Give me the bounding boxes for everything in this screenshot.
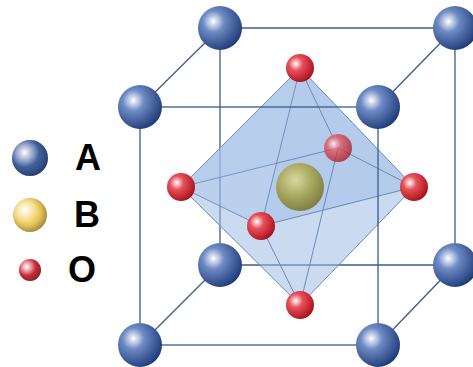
o-atom: [286, 54, 314, 82]
legend-entry: B: [13, 197, 100, 233]
o-atom: [167, 173, 195, 201]
legend-swatch: [12, 140, 48, 176]
o-atom: [400, 173, 428, 201]
a-atom: [198, 6, 242, 50]
a-atom: [198, 243, 242, 287]
o-atom: [324, 134, 352, 162]
legend-entry: O: [19, 252, 96, 288]
legend-swatch: [19, 259, 41, 281]
legend-label: B: [74, 197, 100, 233]
a-atom: [433, 6, 473, 50]
legend-label: A: [75, 140, 101, 176]
bo6-octahedron: [181, 68, 414, 305]
o-atom: [247, 212, 275, 240]
a-atom: [118, 85, 162, 129]
a-atom: [356, 323, 400, 367]
a-atom: [118, 323, 162, 367]
cube-edges: [140, 28, 455, 345]
legend-label: O: [68, 252, 96, 288]
b-atom: [276, 163, 324, 211]
cube-edges: [140, 107, 378, 345]
a-atom: [433, 243, 473, 287]
legend-entry: A: [12, 140, 101, 176]
a-atom: [356, 85, 400, 129]
legend-swatch: [13, 198, 47, 232]
o-atom: [286, 291, 314, 319]
